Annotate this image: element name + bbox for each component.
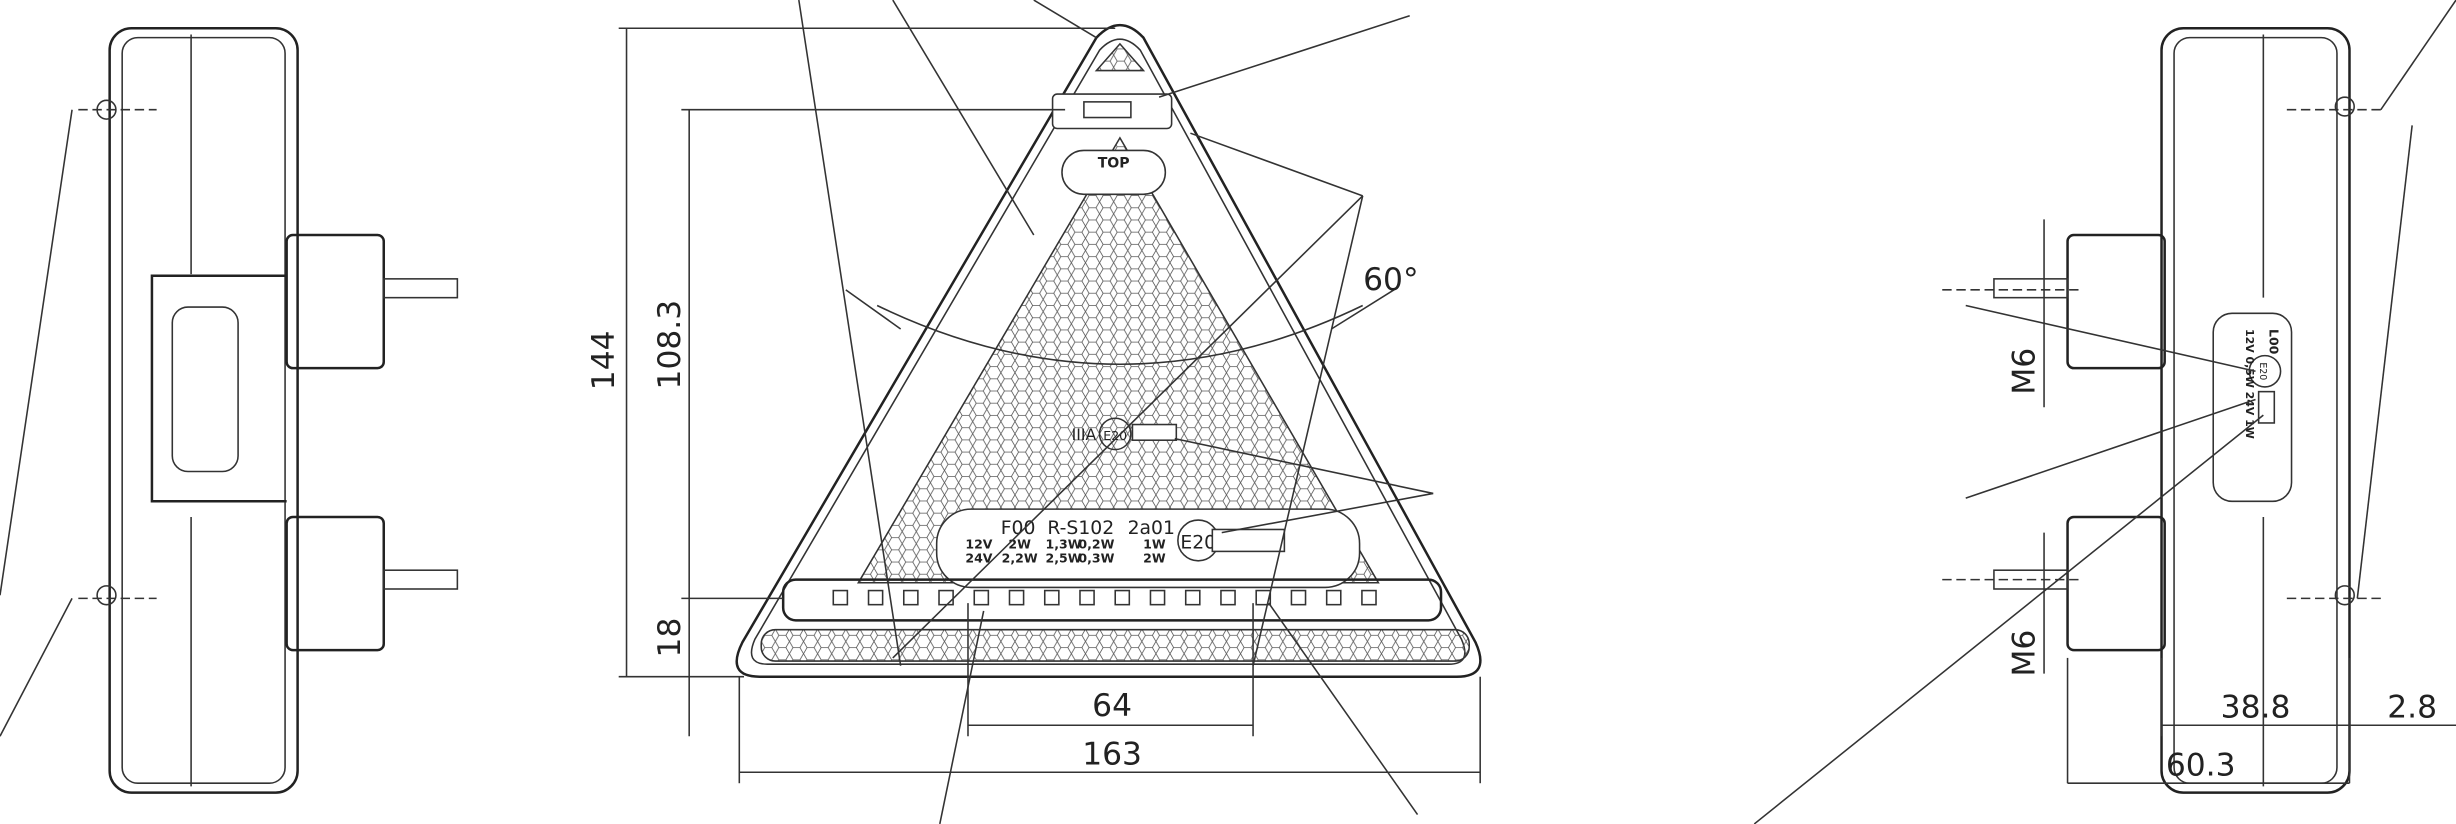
led-icon: [867, 589, 884, 606]
left-side-view: [0, 26, 459, 794]
led-icon: [832, 589, 849, 606]
led-icon: [902, 589, 919, 606]
svg-text:0,3W: 0,3W: [1078, 550, 1114, 565]
function-f00: F00: [1001, 518, 1036, 539]
svg-text:2W: 2W: [1008, 536, 1031, 551]
led-icon: [1290, 589, 1307, 606]
led-icon: [1149, 589, 1166, 606]
led-icon: [1008, 589, 1025, 606]
side-rating-24v: 24V 1W: [2243, 392, 2256, 439]
svg-text:1,3W: 1,3W: [1046, 536, 1082, 551]
led-icon: [938, 589, 954, 606]
lamp-approval: E20: [1180, 532, 1216, 553]
dim-108-3: 108.3: [652, 300, 688, 390]
led-icon: [1184, 589, 1201, 606]
led-icon: [1079, 589, 1095, 606]
top-label: TOP: [1098, 156, 1130, 172]
svg-text:1W: 1W: [1143, 536, 1166, 551]
led-icon: [1255, 589, 1272, 606]
svg-text:2,2W: 2,2W: [1002, 550, 1038, 565]
side-approval: E20: [2257, 362, 2268, 380]
dim-38-8: 38.8: [2221, 689, 2291, 725]
row-24v: 24V 2,2W 2,5W 0,3W 2W: [965, 550, 1165, 565]
front-view: TOP IIIA E20 F00 R-S102 2a01 12V 2W 1,3W…: [735, 0, 1482, 824]
dim-144: 144: [586, 330, 622, 390]
reflector-class: IIIA: [1072, 425, 1097, 444]
front-dimensions: 144 108.3 18 64 163 60°: [586, 27, 1481, 784]
dim-angle-60: 60°: [1363, 262, 1419, 298]
svg-text:2W: 2W: [1143, 550, 1166, 565]
row-12v: 12V 2W 1,3W 0,2W 1W: [965, 536, 1165, 551]
led-icon: [1043, 589, 1060, 606]
led-icon: [1220, 589, 1236, 606]
dim-2-8: 2.8: [2387, 689, 2437, 725]
svg-text:12V: 12V: [965, 536, 992, 551]
reflector-approval: E20: [1103, 428, 1127, 443]
right-side-view: E20 L00 12V 0,5W 24V 1W M6 M6 38.8 2.8 6…: [1753, 0, 2456, 824]
svg-text:2,5W: 2,5W: [1046, 550, 1082, 565]
dim-163: 163: [1082, 736, 1142, 772]
svg-text:0,2W: 0,2W: [1078, 536, 1114, 551]
side-code: L00: [2267, 329, 2282, 355]
led-icon: [1114, 589, 1131, 606]
svg-text:24V: 24V: [965, 550, 992, 565]
side-rating-12v: 12V 0,5W: [2243, 329, 2256, 388]
dim-18: 18: [652, 618, 688, 658]
led-icon: [1361, 589, 1377, 606]
dim-60-3: 60.3: [2166, 747, 2236, 783]
function-2a01: 2a01: [1128, 518, 1175, 539]
dim-64: 64: [1092, 688, 1132, 724]
dim-m6-lower: M6: [2007, 630, 2043, 677]
led-icon: [973, 589, 990, 606]
led-icon: [1325, 589, 1342, 606]
function-rs102: R-S102: [1047, 518, 1114, 539]
dim-m6-upper: M6: [2007, 348, 2043, 395]
